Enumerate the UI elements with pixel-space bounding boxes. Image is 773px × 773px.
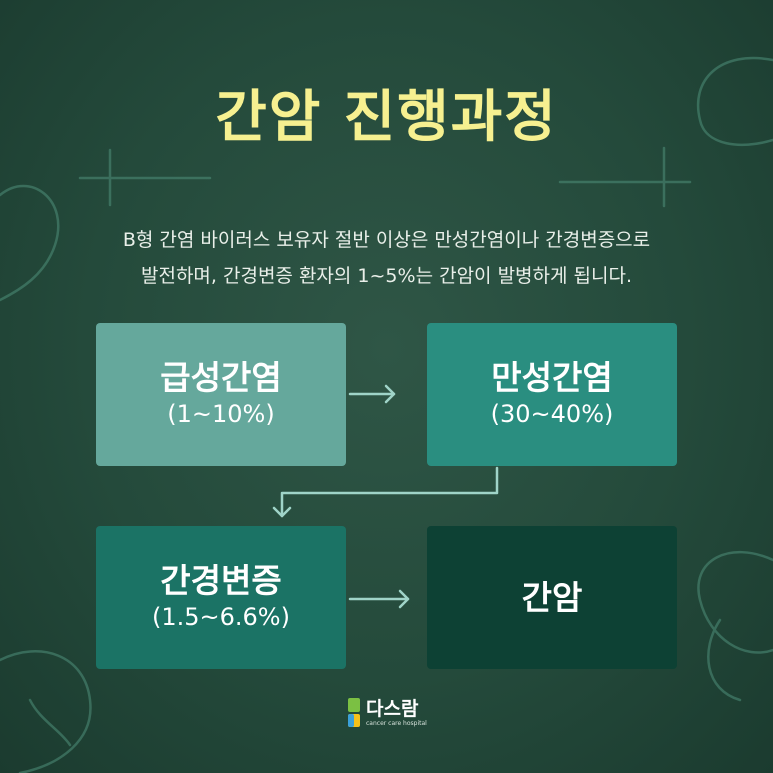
arrow-right-icon [348,589,410,609]
description-line-1: B형 간염 바이러스 보유자 절반 이상은 만성간염이나 간경변증으로 [122,229,651,251]
logo-mark-icon [348,698,362,728]
page-title: 간암 진행과정 [215,85,558,150]
hospital-logo: 다스람 cancer care hospital [348,698,427,728]
stage-percent: (1.5~6.6%) [152,603,290,632]
stage-liver-cancer: 간암 [427,526,677,669]
description-line-2: 발전하며, 간경변증 환자의 1~5%는 간암이 발병하게 됩니다. [140,265,633,287]
logo-subtitle: cancer care hospital [366,719,427,727]
stage-percent: (30~40%) [490,400,614,429]
stage-acute-hepatitis: 급성간염 (1~10%) [96,323,346,466]
stage-name: 간경변증 [160,561,282,601]
elbow-arrow-down-icon [272,466,499,518]
logo-name: 다스람 [366,697,419,720]
stage-percent: (1~10%) [167,400,275,429]
stage-name: 만성간염 [491,358,613,398]
arrow-right-icon [348,384,396,404]
stage-name: 간암 [521,577,583,617]
stage-cirrhosis: 간경변증 (1.5~6.6%) [96,526,346,669]
stage-name: 급성간염 [160,358,282,398]
stage-chronic-hepatitis: 만성간염 (30~40%) [427,323,677,466]
